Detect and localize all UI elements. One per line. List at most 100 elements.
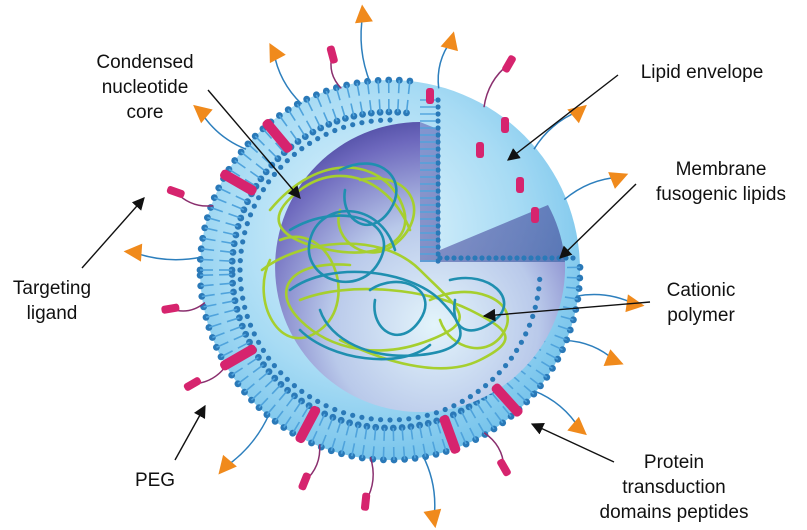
- orange-triangle-icon: [567, 104, 587, 124]
- lipid-head: [435, 251, 441, 257]
- lipid-head: [532, 304, 538, 310]
- lipid-head: [350, 412, 356, 418]
- lipid-tail: [254, 135, 265, 146]
- lipid-head: [435, 244, 441, 250]
- lipid-tail: [247, 356, 259, 366]
- lipid-tail: [502, 405, 512, 417]
- orange-triangle-icon: [603, 349, 624, 366]
- lipid-head: [242, 304, 248, 310]
- lipid-tail: [228, 213, 242, 219]
- lipid-tail: [412, 445, 416, 459]
- lipid-tail: [529, 377, 541, 387]
- magenta-cylinder-icon: [501, 117, 509, 133]
- lipid-tail: [397, 80, 401, 94]
- lipid-tail: [350, 103, 355, 117]
- label-targeting-ligand: Targeting ligand: [12, 278, 92, 324]
- lipid-head: [435, 167, 441, 173]
- membrane-peptide-icon: [295, 405, 321, 444]
- lipid-tail: [320, 434, 327, 448]
- lipid-tail: [550, 343, 563, 351]
- lipid-head: [415, 414, 421, 420]
- lipid-tail: [540, 361, 553, 370]
- lipid-tail: [243, 383, 255, 393]
- lipid-tail: [207, 216, 221, 222]
- orange-triangle-icon: [567, 416, 587, 436]
- lipid-tail: [223, 231, 237, 236]
- lipid-tail: [460, 410, 468, 423]
- magenta-cylinder-icon: [360, 492, 371, 511]
- lipid-tail: [516, 392, 528, 403]
- lipid-head: [278, 164, 284, 170]
- lipid-head: [378, 117, 384, 123]
- lipid-head: [237, 267, 243, 273]
- lipid-head: [526, 322, 533, 328]
- lipid-tail: [219, 282, 233, 286]
- lipid-tail: [361, 444, 365, 459]
- lipid-tail: [240, 151, 252, 161]
- lipid-tail: [244, 178, 257, 187]
- lipid-tail: [325, 90, 332, 104]
- peg-tether: [132, 251, 203, 261]
- lipid-tail: [477, 422, 486, 435]
- lipid-head: [483, 383, 489, 389]
- lipid-head: [507, 255, 513, 261]
- lipid-head: [251, 331, 257, 337]
- lipid-head: [537, 276, 543, 282]
- magenta-cylinder-icon: [502, 55, 516, 73]
- lipid-tail: [340, 105, 347, 119]
- lipid-tail: [305, 120, 314, 133]
- lipid-head: [238, 286, 244, 292]
- magenta-cylinder-icon: [516, 177, 524, 193]
- lipid-head: [435, 146, 441, 152]
- lipid-head: [451, 255, 457, 261]
- arrow-cationic-polymer: [482, 301, 651, 322]
- lipid-tail: [331, 108, 338, 122]
- lipid-head: [307, 394, 313, 400]
- lipid-head: [299, 146, 305, 152]
- lipid-tail: [469, 427, 477, 440]
- label-cationic-polymer: Cationic polymer: [666, 280, 736, 326]
- lipid-tail: [405, 99, 409, 113]
- lipid-head: [467, 394, 473, 400]
- pointer-arrows: [81, 74, 651, 463]
- lipid-tail: [287, 109, 296, 122]
- lipid-tail: [378, 99, 381, 113]
- lipid-head: [435, 111, 441, 117]
- lipid-head: [523, 331, 529, 337]
- lipid-head: [521, 255, 527, 261]
- arrow-lipid-envelope: [507, 74, 619, 161]
- lipid-tail: [486, 417, 495, 430]
- lipid-tail: [327, 417, 334, 430]
- lipid-head: [359, 120, 365, 126]
- lipid-head: [458, 255, 464, 261]
- lipid-tail: [201, 293, 215, 298]
- lipid-tail: [216, 341, 229, 349]
- lipid-tail: [201, 248, 215, 252]
- lipid-tail: [208, 322, 222, 329]
- magenta-cylinder-icon: [326, 45, 338, 64]
- lipid-head: [435, 188, 441, 194]
- peg-tether: [533, 109, 581, 150]
- peg-tether: [223, 413, 270, 469]
- membrane-peptide-icon: [220, 169, 257, 196]
- lipid-tail: [490, 391, 500, 403]
- lipid-tail: [264, 377, 276, 388]
- lipid-head: [514, 255, 520, 261]
- lipid-head: [266, 355, 272, 361]
- lipid-head: [350, 122, 356, 128]
- lipid-head: [332, 406, 338, 413]
- lipid-head: [508, 355, 514, 361]
- lipid-head: [459, 398, 465, 404]
- lipid-head: [518, 339, 525, 345]
- lipid-tail: [369, 100, 373, 114]
- lipid-head: [493, 255, 499, 261]
- lipid-head: [291, 383, 297, 389]
- lipid-head: [534, 295, 540, 301]
- lipid-tail: [218, 187, 231, 195]
- lipid-head: [284, 158, 290, 164]
- lipid-tail: [205, 313, 219, 319]
- lipid-tail: [275, 142, 285, 154]
- lipid-head: [247, 212, 254, 218]
- lipid-head: [387, 417, 393, 423]
- surface-decorations: [123, 4, 645, 529]
